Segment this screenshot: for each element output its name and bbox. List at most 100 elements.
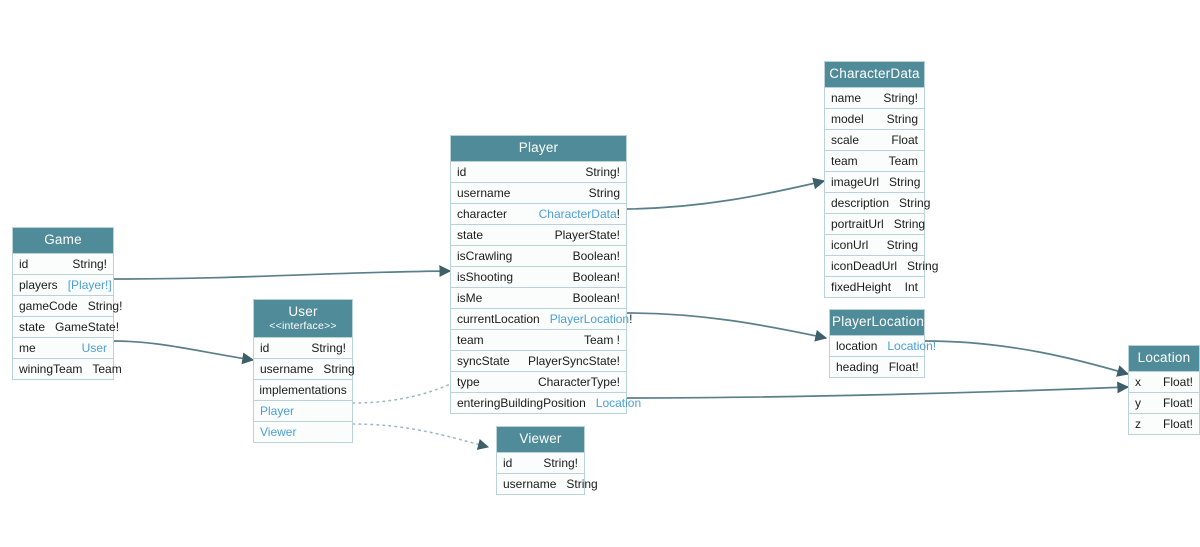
field-name: id <box>19 256 29 271</box>
field-name: id <box>503 455 513 470</box>
field-row[interactable]: enteringBuildingPosition Location <box>451 391 641 413</box>
field-row[interactable]: heading Float! <box>830 355 924 377</box>
field-name: scale <box>831 132 860 147</box>
entity-viewer[interactable]: Viewer id String! username String <box>496 426 598 495</box>
field-row[interactable]: fixedHeight Int <box>825 275 924 297</box>
field-row[interactable]: winingTeam Team <box>13 357 122 379</box>
implementation-name: Viewer <box>260 424 297 439</box>
field-row[interactable]: id String! <box>13 252 113 274</box>
field-row[interactable]: gameCode String! <box>13 294 122 316</box>
field-name: username <box>260 361 314 376</box>
field-row[interactable]: location Location! <box>830 334 936 356</box>
entity-user-stereotype: <<interface>> <box>269 319 337 332</box>
implementation-viewer[interactable]: Viewer <box>254 420 352 442</box>
entity-player[interactable]: Player id String! username String charac… <box>450 135 641 414</box>
field-row[interactable]: username String <box>254 357 355 379</box>
field-name: iconUrl <box>831 237 869 252</box>
field-name: team <box>457 332 484 347</box>
field-row[interactable]: team Team <box>825 149 924 171</box>
edge-playerlocation-location-to-location <box>924 340 1130 377</box>
field-row[interactable]: character CharacterData! <box>451 202 626 224</box>
field-type: Team <box>92 361 122 376</box>
field-name: gameCode <box>19 298 78 313</box>
field-name: location <box>836 338 878 353</box>
field-name: me <box>19 340 36 355</box>
entity-user[interactable]: User <<interface>> id String! username S… <box>253 299 355 443</box>
field-row[interactable]: players [Player!] <box>13 273 113 295</box>
field-row[interactable]: iconDeadUrl String <box>825 254 938 276</box>
field-row[interactable]: team Team ! <box>451 328 626 350</box>
field-row[interactable]: isMe Boolean! <box>451 286 626 308</box>
field-name: enteringBuildingPosition <box>457 395 586 410</box>
field-name: description <box>831 195 890 210</box>
field-row[interactable]: state GameState! <box>13 315 119 337</box>
field-name: iconDeadUrl <box>831 258 898 273</box>
field-row[interactable]: type CharacterType! <box>451 370 626 392</box>
field-type: String <box>893 216 926 231</box>
field-type: Boolean! <box>572 269 620 284</box>
field-row[interactable]: z Float! <box>1129 412 1199 434</box>
field-name: x <box>1135 374 1141 389</box>
field-row[interactable]: description String <box>825 191 930 213</box>
field-type: String <box>323 361 355 376</box>
field-type-link[interactable]: PlayerLocation <box>549 311 630 326</box>
field-row[interactable]: y Float! <box>1129 391 1199 413</box>
field-type[interactable]: User <box>81 340 107 355</box>
field-row[interactable]: isShooting Boolean! <box>451 265 626 287</box>
edge-user-viewer-implementation <box>352 423 490 450</box>
field-type[interactable]: PlayerLocation! <box>550 312 633 326</box>
field-name: fixedHeight <box>831 279 892 294</box>
field-row[interactable]: model String <box>825 107 924 129</box>
field-type: String <box>588 185 620 200</box>
entity-characterdata[interactable]: CharacterData name String! model String … <box>824 61 938 298</box>
field-type[interactable]: CharacterData! <box>539 207 620 221</box>
field-row[interactable]: iconUrl String <box>825 233 924 255</box>
entity-location-title: Location <box>1129 346 1199 371</box>
field-row[interactable]: username String <box>497 472 598 494</box>
implementation-player[interactable]: Player <box>254 399 352 421</box>
field-type: Boolean! <box>572 248 620 263</box>
field-row[interactable]: state PlayerState! <box>451 223 626 245</box>
field-type[interactable]: Location! <box>887 338 937 353</box>
field-row[interactable]: syncState PlayerSyncState! <box>451 349 626 371</box>
field-name: character <box>457 206 508 221</box>
field-name: username <box>503 476 557 491</box>
field-type[interactable]: Location <box>595 395 642 410</box>
edge-game-me-to-user <box>113 340 255 365</box>
field-row[interactable]: id String! <box>451 160 626 182</box>
field-row[interactable]: x Float! <box>1129 370 1199 392</box>
field-name: isShooting <box>457 269 514 284</box>
field-type: String <box>886 111 918 126</box>
field-name: model <box>831 111 864 126</box>
field-row[interactable]: me User <box>13 336 113 358</box>
field-row[interactable]: portraitUrl String <box>825 212 926 234</box>
field-type[interactable]: [Player!] <box>67 277 112 292</box>
field-type-suffix: ! <box>616 206 620 221</box>
field-type: Int <box>904 279 918 294</box>
field-row[interactable]: currentLocation PlayerLocation! <box>451 307 632 329</box>
field-type: PlayerState! <box>554 227 620 242</box>
field-type: PlayerSyncState! <box>527 353 620 368</box>
field-row[interactable]: imageUrl String <box>825 170 924 192</box>
field-name: username <box>457 185 511 200</box>
entity-game-title: Game <box>13 228 113 253</box>
edge-game-players-to-player <box>113 265 452 280</box>
field-type: String! <box>72 256 107 271</box>
field-row[interactable]: id String! <box>254 336 352 358</box>
field-type-link[interactable]: CharacterData <box>538 206 617 221</box>
field-type: String <box>899 195 931 210</box>
field-type: String! <box>87 298 123 313</box>
field-row[interactable]: isCrawling Boolean! <box>451 244 626 266</box>
entity-location[interactable]: Location x Float! y Float! z Float! <box>1128 345 1200 435</box>
field-row[interactable]: scale Float <box>825 128 924 150</box>
entity-playerlocation[interactable]: PlayerLocation location Location! headin… <box>829 309 936 378</box>
entity-game[interactable]: Game id String! players [Player!] gameCo… <box>12 227 122 380</box>
field-row[interactable]: name String! <box>825 86 924 108</box>
field-type: Float <box>891 132 918 147</box>
field-row[interactable]: username String <box>451 181 626 203</box>
field-name: winingTeam <box>19 361 83 376</box>
field-name: isCrawling <box>457 248 513 263</box>
field-row[interactable]: id String! <box>497 451 584 473</box>
field-name: portraitUrl <box>831 216 884 231</box>
edge-player-enteringbuildingposition-to-location <box>626 381 1130 399</box>
